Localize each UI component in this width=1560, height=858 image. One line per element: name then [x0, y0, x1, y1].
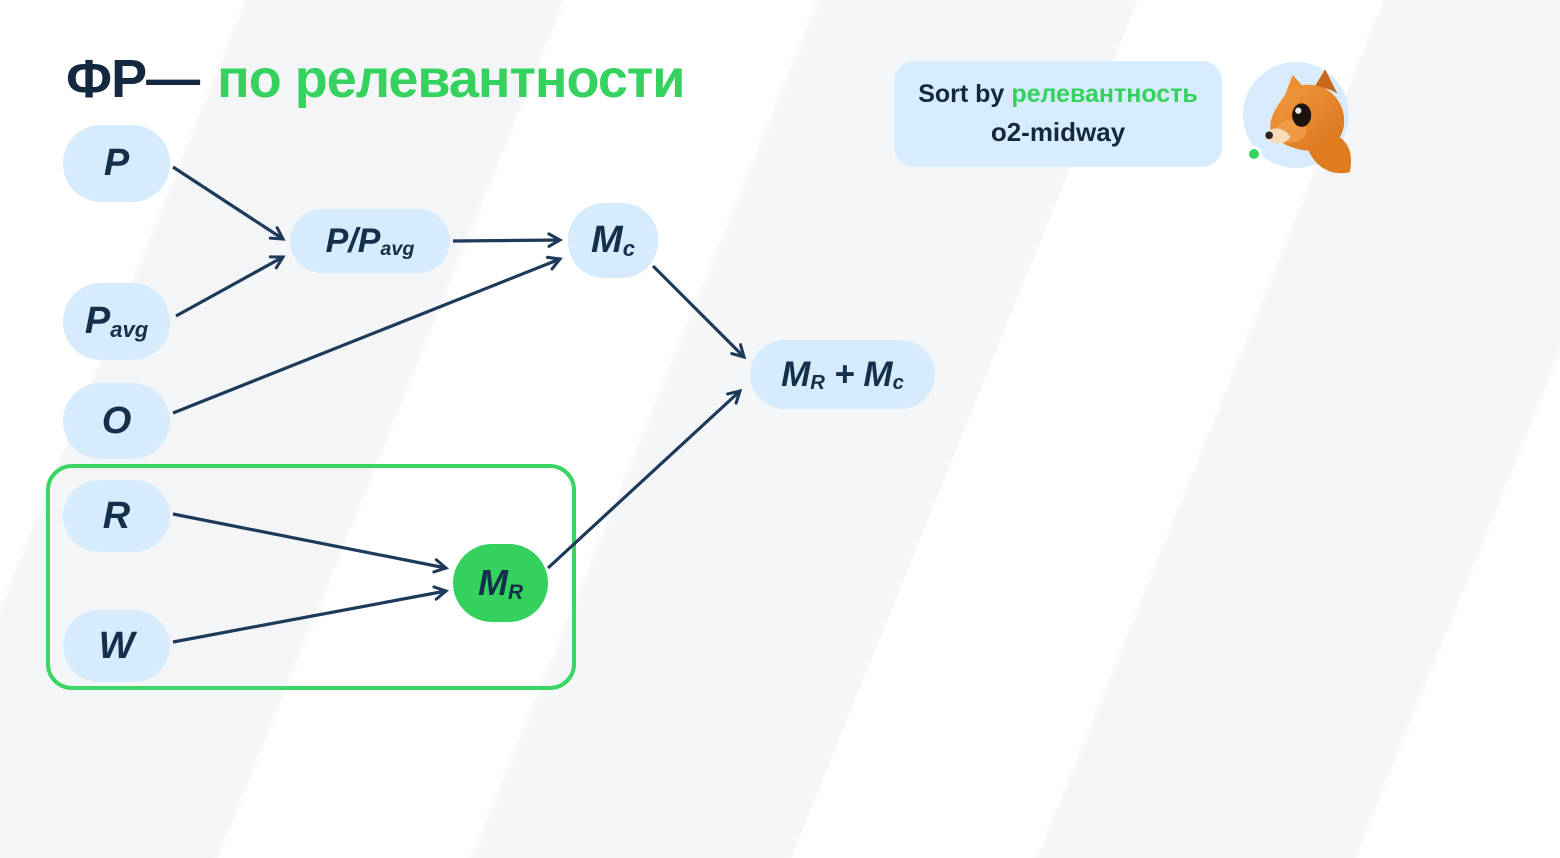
node-label: R: [102, 494, 131, 537]
edge-mr-to-mrmc: [546, 388, 743, 570]
page-title: ФР— по релевантности: [66, 48, 686, 110]
node-w: W: [63, 610, 170, 682]
node-label: O: [101, 399, 132, 442]
online-status-dot: [1246, 146, 1262, 162]
relevance-group-box: [46, 464, 576, 690]
title-prefix: ФР—: [66, 49, 200, 109]
node-o: O: [63, 383, 170, 459]
title-highlight: по релевантности: [217, 49, 685, 109]
sort-value: релевантность: [1011, 80, 1198, 108]
edge-mc-to-mrmc: [651, 264, 747, 360]
edge-o-to-mc: [172, 255, 563, 415]
node-r: R: [63, 480, 170, 552]
sort-by-label: Sort by: [918, 80, 1005, 108]
model-name: o2-midway: [990, 117, 1126, 147]
node-label: W: [98, 624, 135, 667]
avatar: [1243, 62, 1352, 174]
node-label: P: [103, 142, 130, 184]
edge-pavg-to-ppavg: [175, 255, 286, 318]
node-p: P: [63, 125, 170, 202]
squirrel-icon: [1265, 69, 1352, 174]
edge-p-to-ppavg: [172, 165, 286, 241]
edge-ppavg-to-mc: [452, 232, 564, 248]
